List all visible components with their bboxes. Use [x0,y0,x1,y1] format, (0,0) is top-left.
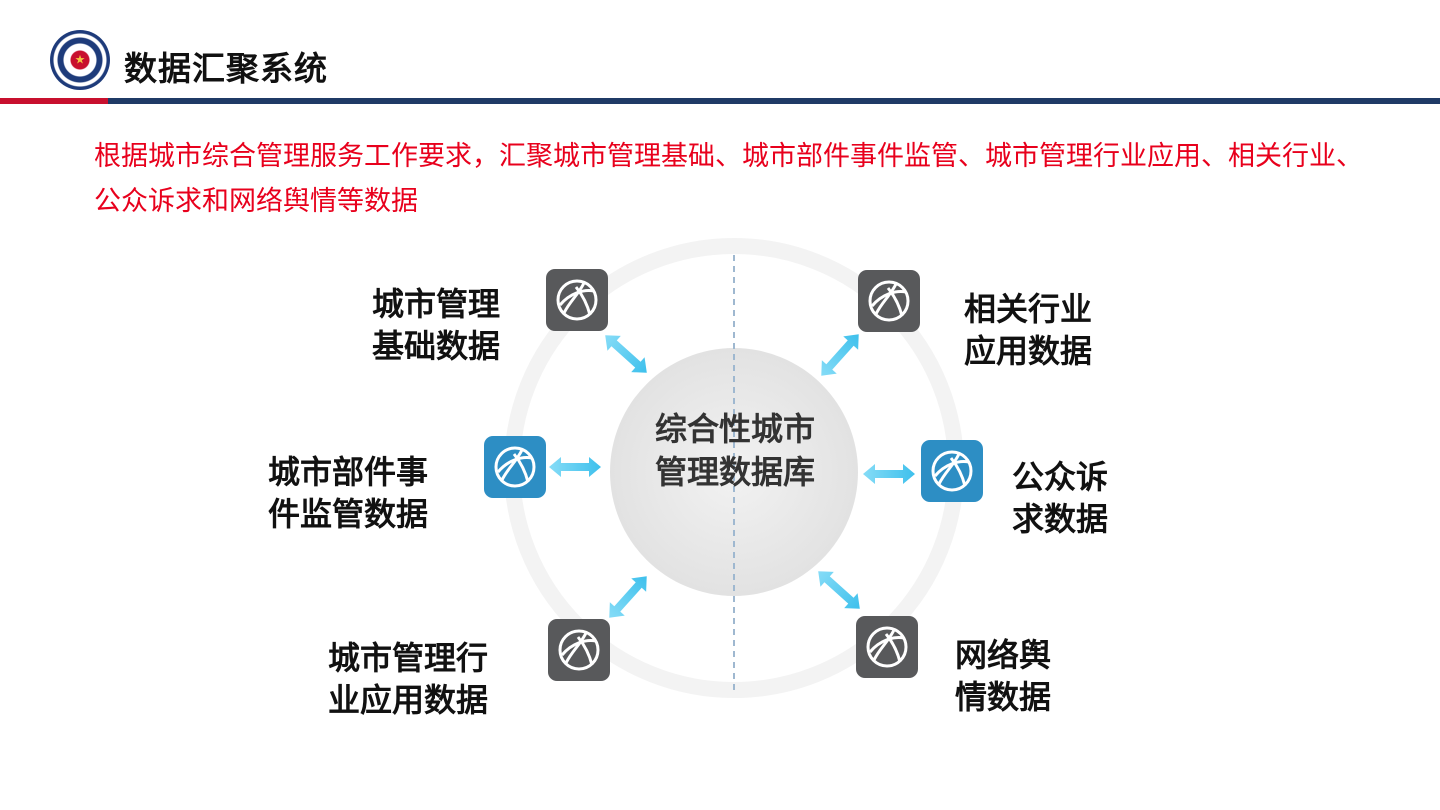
node-icon-top-left [546,269,608,331]
node-label-bottom-right: 网络舆情数据 [955,636,1052,716]
center-database-label: 综合性城市管理数据库 [655,410,816,491]
node-icon-mid-right [921,440,983,502]
intro-text: 根据城市综合管理服务工作要求，汇聚城市管理基础、城市部件事件监管、城市管理行业应… [94,141,1363,217]
header-divider-red [0,98,108,104]
node-icon-top-right [858,270,920,332]
globe-icon [866,626,908,668]
node-label-mid-right: 公众诉求数据 [1012,458,1109,538]
globe-icon [931,450,973,492]
node-label-bottom-left: 城市管理行业应用数据 [328,639,489,719]
arrow-top-left [605,335,647,373]
page-title: 数据汇聚系统 [124,49,328,88]
arrow-bottom-left [609,576,647,618]
node-label-top-right: 相关行业应用数据 [964,290,1093,370]
header-divider-blue [108,98,1440,104]
node-label-mid-left: 城市部件事件监管数据 [268,453,429,533]
node-icon-mid-left [484,436,546,498]
center-circle [610,348,858,596]
arrow-bottom-right [818,571,860,609]
globe-icon [868,280,910,322]
node-label-top-left: 城市管理基础数据 [372,285,501,365]
emblem-logo: ★ [50,30,110,90]
arrow-mid-right [863,464,915,484]
arrow-mid-left [549,457,601,477]
globe-icon [558,629,600,671]
globe-icon [494,446,536,488]
node-icon-bottom-right [856,616,918,678]
star-icon: ★ [74,52,86,67]
arrow-top-right [821,334,859,376]
node-icon-bottom-left [548,619,610,681]
globe-icon [556,279,598,321]
